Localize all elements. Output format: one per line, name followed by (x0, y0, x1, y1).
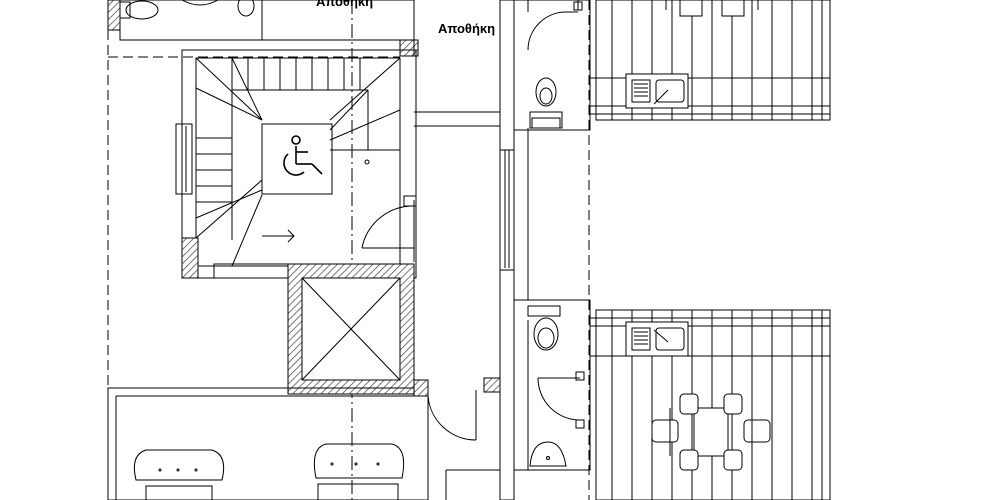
lobby-lower (107, 377, 501, 500)
sofa-left (133, 449, 225, 500)
sink-lower (625, 321, 689, 357)
wc-room-top (107, 0, 263, 41)
wheelchair-icon (283, 135, 323, 176)
bathroom-upper (513, 0, 591, 131)
storage-label-top: Αποθήκη (316, 0, 374, 9)
sofa-right (313, 443, 405, 500)
table-set-upper (665, 0, 759, 17)
dashed-boundary (107, 0, 590, 500)
sink-upper (625, 73, 689, 109)
bathroom-lower (513, 299, 591, 471)
elevator-shaft (287, 263, 415, 395)
storage-room-top (261, 0, 419, 57)
corridor-walls (414, 0, 529, 500)
table-set-lower (651, 393, 771, 471)
door-stair (361, 195, 417, 262)
storage-label-corridor: Αποθήκη (438, 21, 496, 36)
